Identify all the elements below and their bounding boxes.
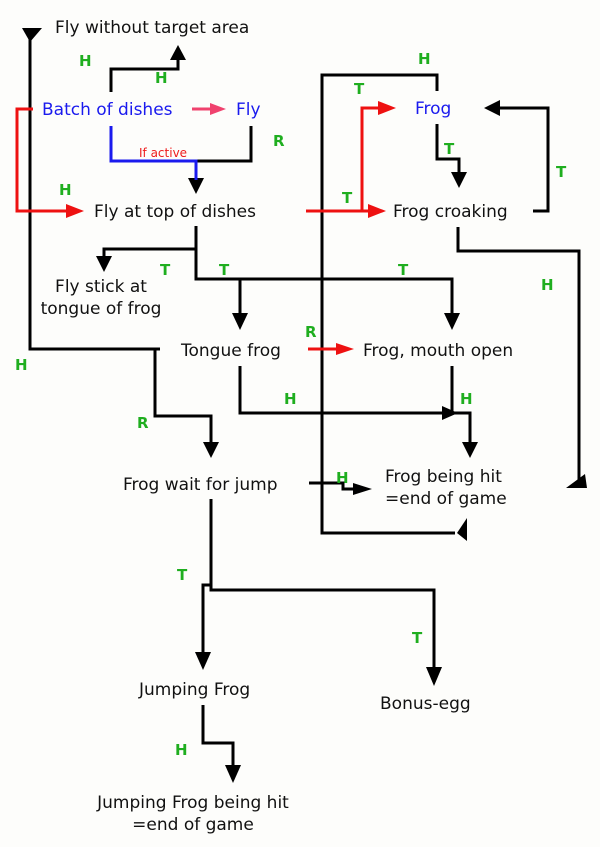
state-fly-at-top: Fly at top of dishes <box>94 202 256 222</box>
edge-croaking-to-hit <box>456 227 581 484</box>
transition-label: T <box>160 261 171 279</box>
arrowhead <box>210 103 226 115</box>
arrowhead <box>426 667 442 686</box>
transition-label: R <box>137 414 149 432</box>
state-fly-stick-line2: tongue of frog <box>40 299 162 319</box>
state-fly-stick-line1: Fly stick at <box>55 277 147 297</box>
transition-label: T <box>444 140 455 158</box>
if-active-note: If active <box>139 146 188 160</box>
edge-red-to-frog <box>360 106 378 211</box>
state-frog-wait-jump: Frog wait for jump <box>123 475 278 495</box>
state-fly-without-target: Fly without target area <box>55 18 250 38</box>
edge-croaking-to-frog <box>495 106 550 213</box>
arrowhead <box>22 28 42 42</box>
transition-label: H <box>460 390 473 408</box>
arrowhead <box>203 442 219 458</box>
arrowhead <box>484 100 500 116</box>
edge-batch-to-fly-without-target <box>109 55 180 92</box>
transition-label: T <box>354 80 365 98</box>
arrowhead <box>353 483 372 495</box>
edge-tongue-to-wait <box>153 349 213 444</box>
transition-label: T <box>398 261 409 279</box>
arrowhead <box>336 343 354 355</box>
arrowhead <box>368 204 386 218</box>
arrowhead <box>170 45 186 60</box>
edge-wait-to-hit <box>309 481 358 491</box>
edge-tongue-to-hit <box>238 366 445 415</box>
state-frog-hit: Frog being hit =end of game <box>385 466 507 510</box>
state-fly-stick: Fly stick at tongue of frog <box>36 276 166 320</box>
edge-jumping-to-hit <box>201 705 235 770</box>
transition-label: H <box>175 741 188 759</box>
arrowhead <box>566 474 587 488</box>
arrowhead <box>225 765 241 783</box>
transition-label: H <box>336 469 349 487</box>
edge-wait-down <box>209 499 436 680</box>
arrowhead <box>442 406 458 420</box>
transition-label: T <box>219 261 230 279</box>
edge-loop-to-frog <box>320 73 455 535</box>
arrowhead <box>378 101 396 115</box>
state-frog-croaking: Frog croaking <box>393 202 508 222</box>
state-jumping-hit-line2: =end of game <box>132 815 254 835</box>
state-jumping-hit-line1: Jumping Frog being hit <box>97 793 289 813</box>
state-fly: Fly <box>236 100 261 120</box>
state-frog: Frog <box>415 99 452 119</box>
arrowhead <box>457 518 467 541</box>
edge-fly-at-top-to-tongue <box>194 249 242 318</box>
arrowhead <box>232 313 248 330</box>
transition-label: H <box>59 181 72 199</box>
transition-label: T <box>556 163 567 181</box>
edge-fly-at-top-to-fly-stick <box>102 226 198 258</box>
edge-tongue-to-fly-without-target <box>28 33 160 351</box>
state-jumping-frog: Jumping Frog <box>139 680 251 700</box>
edge-batch-if-active <box>109 126 198 180</box>
state-tongue-frog: Tongue frog <box>181 341 281 361</box>
transition-label: H <box>541 276 554 294</box>
arrowhead <box>462 442 478 458</box>
edge-wait-to-jumping <box>201 583 211 655</box>
transition-label: H <box>418 50 431 68</box>
edge-mouth-open-to-hit <box>450 366 472 445</box>
arrowhead <box>66 204 84 218</box>
state-jumping-frog-hit: Jumping Frog being hit =end of game <box>78 792 308 836</box>
edge-batch-to-fly-at-top <box>15 107 70 213</box>
edge-fly-to-fly-at-top <box>194 126 253 180</box>
transition-label: T <box>177 566 188 584</box>
transition-label: H <box>284 390 297 408</box>
transition-label: R <box>273 132 285 150</box>
edge-frog-to-croaking <box>435 124 461 180</box>
arrowhead <box>188 178 204 194</box>
state-frog-hit-line1: Frog being hit <box>385 467 502 487</box>
arrowhead <box>444 313 460 330</box>
state-bonus-egg: Bonus-egg <box>380 694 471 714</box>
state-frog-hit-line2: =end of game <box>385 489 507 509</box>
transition-label: T <box>342 189 353 207</box>
edge-fly-at-top-to-mouth-open <box>240 277 454 318</box>
transition-label: T <box>412 629 423 647</box>
state-batch-of-dishes: Batch of dishes <box>42 100 173 120</box>
arrowhead <box>96 256 112 272</box>
transition-label: H <box>79 52 92 70</box>
transition-label: H <box>155 69 168 87</box>
arrowhead <box>451 172 467 188</box>
transition-label: R <box>305 323 317 341</box>
transition-label: H <box>15 356 28 374</box>
state-frog-mouth-open: Frog, mouth open <box>363 341 514 361</box>
arrowhead <box>195 652 211 670</box>
